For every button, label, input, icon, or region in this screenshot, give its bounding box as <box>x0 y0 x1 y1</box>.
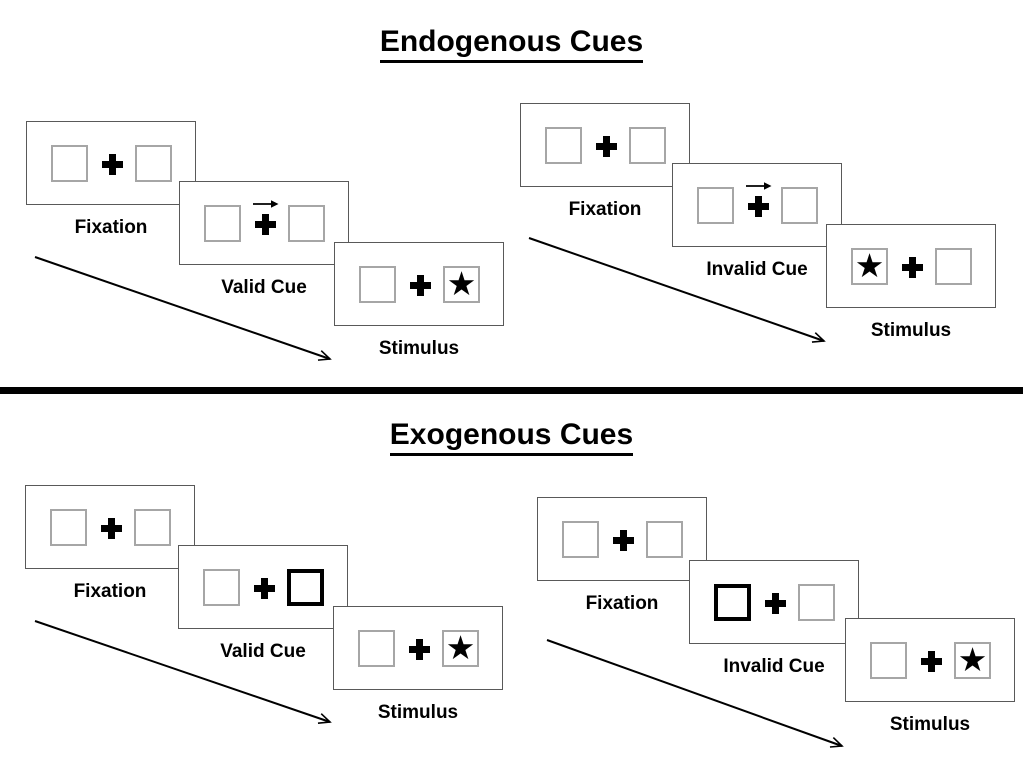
right-box <box>798 584 835 621</box>
section-title-exogenous: Exogenous Cues <box>0 419 1023 456</box>
sequence-arrow <box>528 237 826 343</box>
right-box-cue <box>287 569 324 606</box>
fixation-cross-icon <box>921 651 942 672</box>
section-title-text: Endogenous Cues <box>379 26 644 63</box>
right-box <box>781 187 818 224</box>
left-box-cue <box>714 584 751 621</box>
left-box <box>545 127 582 164</box>
right-box <box>935 248 972 285</box>
right-box <box>288 205 325 242</box>
star-icon: ★ <box>446 265 477 302</box>
left-box <box>204 205 241 242</box>
fixation-cross-icon <box>101 518 122 539</box>
panel-endogenous-valid-valid-cue <box>179 181 349 265</box>
right-box-star: ★ <box>443 266 480 303</box>
panel-exogenous-invalid-invalid-cue <box>689 560 859 644</box>
fixation-cross-icon <box>902 257 923 278</box>
cue-arrow-icon <box>746 182 772 190</box>
fixation-cross-icon <box>748 196 769 217</box>
star-icon: ★ <box>957 641 988 678</box>
label-endogenous-invalid-invalid-cue: Invalid Cue <box>706 259 808 280</box>
fixation-cross-icon <box>410 275 431 296</box>
panel-endogenous-invalid-fixation <box>520 103 690 187</box>
panel-exogenous-valid-fixation <box>25 485 195 569</box>
panel-exogenous-invalid-stimulus: ★ <box>845 618 1015 702</box>
fixation-cross-icon <box>409 639 430 660</box>
left-box <box>697 187 734 224</box>
panel-endogenous-valid-fixation <box>26 121 196 205</box>
section-title-endogenous: Endogenous Cues <box>0 26 1023 63</box>
label-endogenous-invalid-stimulus: Stimulus <box>870 320 952 341</box>
right-box-star: ★ <box>442 630 479 667</box>
label-endogenous-valid-valid-cue: Valid Cue <box>221 277 307 298</box>
panel-endogenous-valid-stimulus: ★ <box>334 242 504 326</box>
panel-exogenous-valid-stimulus: ★ <box>333 606 503 690</box>
fixation-cross-icon <box>765 593 786 614</box>
label-endogenous-valid-fixation: Fixation <box>74 217 148 238</box>
right-box <box>134 509 171 546</box>
right-box-star: ★ <box>954 642 991 679</box>
fixation-cross-icon <box>613 530 634 551</box>
label-exogenous-invalid-stimulus: Stimulus <box>889 714 971 735</box>
sequence-arrow <box>546 639 844 748</box>
sequence-arrow <box>34 620 332 724</box>
label-exogenous-valid-fixation: Fixation <box>73 581 147 602</box>
star-icon: ★ <box>445 629 476 666</box>
left-box <box>358 630 395 667</box>
section-title-text: Exogenous Cues <box>389 419 634 456</box>
right-box <box>135 145 172 182</box>
fixation-cross-icon <box>255 214 276 235</box>
sequence-arrow <box>34 256 332 361</box>
panel-endogenous-invalid-stimulus: ★ <box>826 224 996 308</box>
label-exogenous-invalid-fixation: Fixation <box>585 593 659 614</box>
label-endogenous-valid-stimulus: Stimulus <box>378 338 460 359</box>
label-exogenous-valid-valid-cue: Valid Cue <box>220 641 306 662</box>
fixation-cross-icon <box>102 154 123 175</box>
cue-arrow-icon <box>253 200 279 208</box>
left-box <box>870 642 907 679</box>
section-divider <box>0 387 1023 394</box>
left-box <box>51 145 88 182</box>
right-box <box>646 521 683 558</box>
left-box <box>359 266 396 303</box>
fixation-cross-icon <box>254 578 275 599</box>
left-box <box>203 569 240 606</box>
fixation-cross-icon <box>596 136 617 157</box>
panel-endogenous-invalid-invalid-cue <box>672 163 842 247</box>
label-exogenous-valid-stimulus: Stimulus <box>377 702 459 723</box>
star-icon: ★ <box>854 247 885 284</box>
panel-exogenous-valid-valid-cue <box>178 545 348 629</box>
right-box <box>629 127 666 164</box>
label-endogenous-invalid-fixation: Fixation <box>568 199 642 220</box>
panel-exogenous-invalid-fixation <box>537 497 707 581</box>
left-box <box>50 509 87 546</box>
left-box <box>562 521 599 558</box>
left-box-star: ★ <box>851 248 888 285</box>
label-exogenous-invalid-invalid-cue: Invalid Cue <box>723 656 825 677</box>
